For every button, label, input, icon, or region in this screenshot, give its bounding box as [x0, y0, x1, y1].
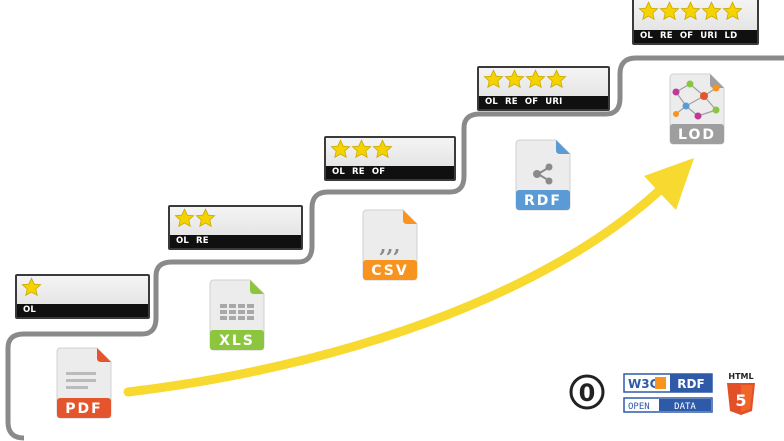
- badge-tag: RE: [660, 31, 673, 41]
- badge-tag: OL: [332, 167, 346, 177]
- badge-tags: OL RE OF URI: [479, 96, 608, 109]
- rdf-file-icon: RDF: [515, 139, 571, 211]
- w3c-rdf-logo: W3C RDF: [623, 373, 713, 393]
- csv-label: CSV: [371, 263, 408, 279]
- badge-tags: OL RE OF: [326, 166, 454, 179]
- badge-tags: OL RE OF URI LD: [634, 30, 757, 43]
- badge-two-star: OL RE: [168, 205, 303, 250]
- star-icon: [372, 139, 393, 159]
- xls-file-icon: XLS: [209, 279, 265, 351]
- star-rating: [638, 1, 743, 21]
- star-icon: [483, 69, 504, 89]
- svg-text:HTML: HTML: [728, 372, 753, 381]
- svg-text:DATA: DATA: [674, 402, 696, 412]
- badge-three-star: OL RE OF: [324, 136, 456, 181]
- badge-one-star: OL: [15, 274, 150, 319]
- star-icon: [351, 139, 372, 159]
- staircase-outline: [5, 55, 784, 441]
- star-icon: [504, 69, 525, 89]
- pdf-file-icon: PDF: [56, 347, 112, 419]
- svg-text:,,,: ,,,: [380, 233, 401, 257]
- arrow-head: [644, 158, 694, 210]
- html5-logo: HTML 5: [727, 372, 755, 415]
- badge-five-star: OL RE OF URI LD: [632, 0, 759, 45]
- star-icon: [525, 69, 546, 89]
- cc0-logo: 0: [569, 374, 605, 410]
- star-icon: [659, 1, 680, 21]
- badge-tag: URI: [700, 31, 718, 41]
- badge-tags: OL: [17, 304, 148, 317]
- badge-tag: RE: [352, 167, 365, 177]
- pdf-label: PDF: [65, 401, 102, 417]
- badge-tag: LD: [724, 31, 738, 41]
- star-icon: [174, 208, 195, 228]
- badge-tag: RE: [196, 236, 209, 246]
- badge-tag: OL: [23, 305, 37, 315]
- lod-file-icon: LOD: [669, 73, 725, 145]
- star-icon: [680, 1, 701, 21]
- xls-label: XLS: [219, 333, 255, 349]
- star-icon: [330, 139, 351, 159]
- star-icon: [701, 1, 722, 21]
- open-data-logo: OPEN DATA: [623, 397, 713, 413]
- star-icon: [638, 1, 659, 21]
- star-rating: [174, 208, 216, 228]
- rdf-label: RDF: [524, 193, 562, 209]
- star-rating: [483, 69, 567, 89]
- progress-arrow: [123, 185, 665, 397]
- star-icon: [195, 208, 216, 228]
- badge-tag: OF: [371, 167, 386, 177]
- star-icon: [21, 277, 42, 297]
- badge-tag: OL: [176, 236, 190, 246]
- star-rating: [330, 139, 393, 159]
- lod-label: LOD: [678, 127, 716, 143]
- star-icon: [722, 1, 743, 21]
- star-rating: [21, 277, 42, 297]
- badge-tag: OF: [679, 31, 694, 41]
- badge-tag: RE: [505, 97, 518, 107]
- svg-text:OPEN: OPEN: [628, 402, 650, 412]
- badge-tag: URI: [545, 97, 563, 107]
- svg-text:0: 0: [579, 379, 596, 407]
- badge-tags: OL RE: [170, 235, 301, 248]
- badge-tag: OL: [640, 31, 654, 41]
- star-icon: [546, 69, 567, 89]
- badge-tag: OL: [485, 97, 499, 107]
- svg-text:W3C: W3C: [628, 377, 659, 391]
- badge-tag: OF: [524, 97, 539, 107]
- csv-file-icon: ,,, CSV: [362, 209, 418, 281]
- badge-four-star: OL RE OF URI: [477, 66, 610, 111]
- svg-text:RDF: RDF: [677, 377, 704, 391]
- svg-text:5: 5: [735, 391, 746, 410]
